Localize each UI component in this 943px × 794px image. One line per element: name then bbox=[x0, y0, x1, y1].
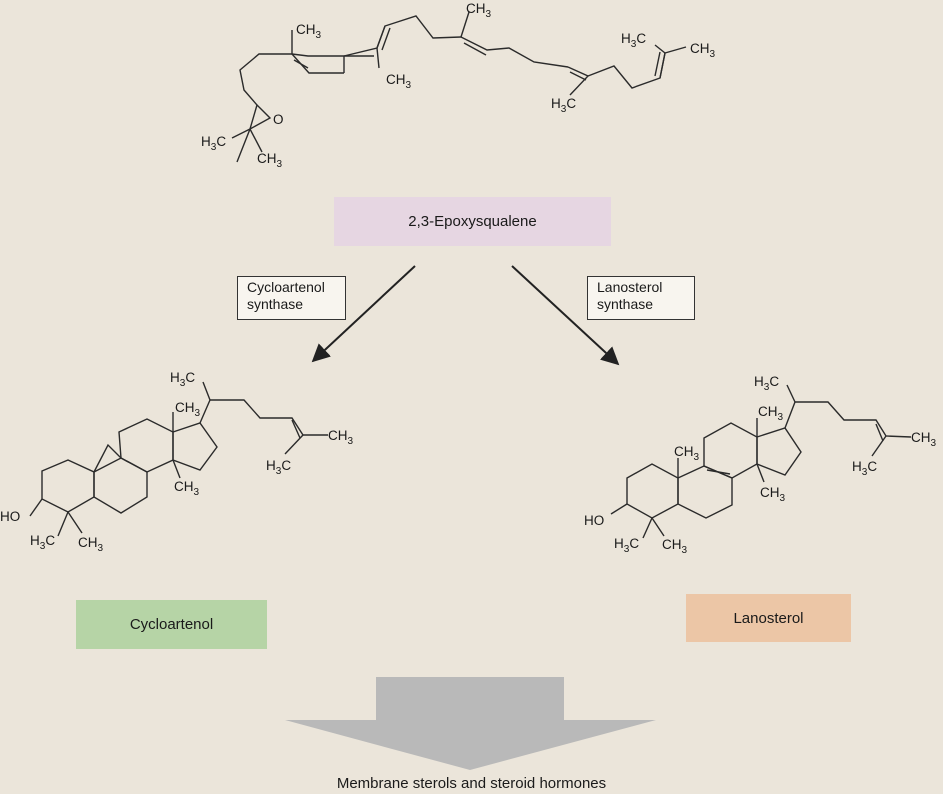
svg-text:CH3: CH3 bbox=[662, 537, 688, 556]
svg-text:CH3: CH3 bbox=[78, 535, 104, 554]
svg-text:H3C: H3C bbox=[614, 536, 639, 555]
lano-ring-d bbox=[756, 427, 802, 476]
svg-text:H3C: H3C bbox=[266, 458, 291, 477]
cycloartenol-box: Cycloartenol bbox=[76, 600, 267, 649]
arrow-to-lanosterol bbox=[511, 265, 620, 366]
svg-text:CH3: CH3 bbox=[690, 41, 716, 60]
cyclo-ring-d bbox=[172, 422, 218, 471]
svg-text:H3C: H3C bbox=[621, 31, 646, 50]
cycloartenol-structure: HO H3C CH3 CH3 CH3 H3C CH3 H3C bbox=[0, 370, 354, 554]
cycloartenol-synthase-box: Cycloartenol synthase bbox=[237, 276, 346, 320]
enzyme-right-line2: synthase bbox=[597, 296, 654, 312]
lano-ring-a bbox=[626, 463, 679, 519]
lanosterol-box: Lanosterol bbox=[686, 594, 851, 642]
svg-text:H3C: H3C bbox=[551, 96, 576, 115]
cyclo-ring-c bbox=[118, 418, 174, 473]
svg-text:CH3: CH3 bbox=[257, 151, 283, 170]
svg-text:CH3: CH3 bbox=[911, 430, 937, 449]
precursor-label: 2,3-Epoxysqualene bbox=[408, 213, 537, 230]
svg-text:CH3: CH3 bbox=[328, 428, 354, 447]
outcome-label: Membrane sterols and steroid hormones bbox=[336, 775, 607, 792]
svg-text:H3C: H3C bbox=[852, 459, 877, 478]
svg-text:HO: HO bbox=[584, 513, 604, 528]
big-down-arrow bbox=[285, 677, 656, 770]
lanosterol-structure: HO H3C CH3 CH3 CH3 CH3 H3C CH3 H3C bbox=[584, 374, 937, 556]
svg-text:HO: HO bbox=[0, 509, 20, 524]
svg-text:CH3: CH3 bbox=[466, 1, 492, 20]
epoxysqualene-structure: CH3 CH3 CH3 H3C CH3 H3C O H3C CH3 bbox=[201, 1, 716, 170]
lanosterol-label: Lanosterol bbox=[733, 609, 804, 627]
lano-ring-c bbox=[703, 422, 758, 479]
cyclo-ring-a bbox=[41, 459, 95, 513]
cyclo-ring-b bbox=[93, 457, 148, 514]
svg-text:CH3: CH3 bbox=[386, 72, 412, 91]
oxygen-atom: O bbox=[273, 112, 284, 127]
svg-text:CH3: CH3 bbox=[175, 400, 201, 419]
arrow-to-cycloartenol bbox=[311, 265, 416, 363]
enzyme-left-line2: synthase bbox=[247, 296, 304, 312]
svg-text:H3C: H3C bbox=[754, 374, 779, 393]
svg-text:CH3: CH3 bbox=[296, 22, 322, 41]
svg-text:CH3: CH3 bbox=[760, 485, 786, 504]
svg-text:H3C: H3C bbox=[201, 134, 226, 153]
enzyme-right-line1: Lanosterol bbox=[597, 279, 663, 295]
svg-text:CH3: CH3 bbox=[674, 444, 700, 463]
precursor-box: 2,3-Epoxysqualene bbox=[334, 197, 611, 246]
cycloartenol-label: Cycloartenol bbox=[129, 616, 214, 633]
svg-text:H3C: H3C bbox=[170, 370, 195, 389]
lanosterol-synthase-box: Lanosterol synthase bbox=[587, 276, 695, 320]
svg-text:CH3: CH3 bbox=[174, 479, 200, 498]
svg-text:H3C: H3C bbox=[30, 533, 55, 552]
svg-text:CH3: CH3 bbox=[758, 404, 784, 423]
enzyme-left-line1: Cycloartenol bbox=[247, 279, 325, 295]
